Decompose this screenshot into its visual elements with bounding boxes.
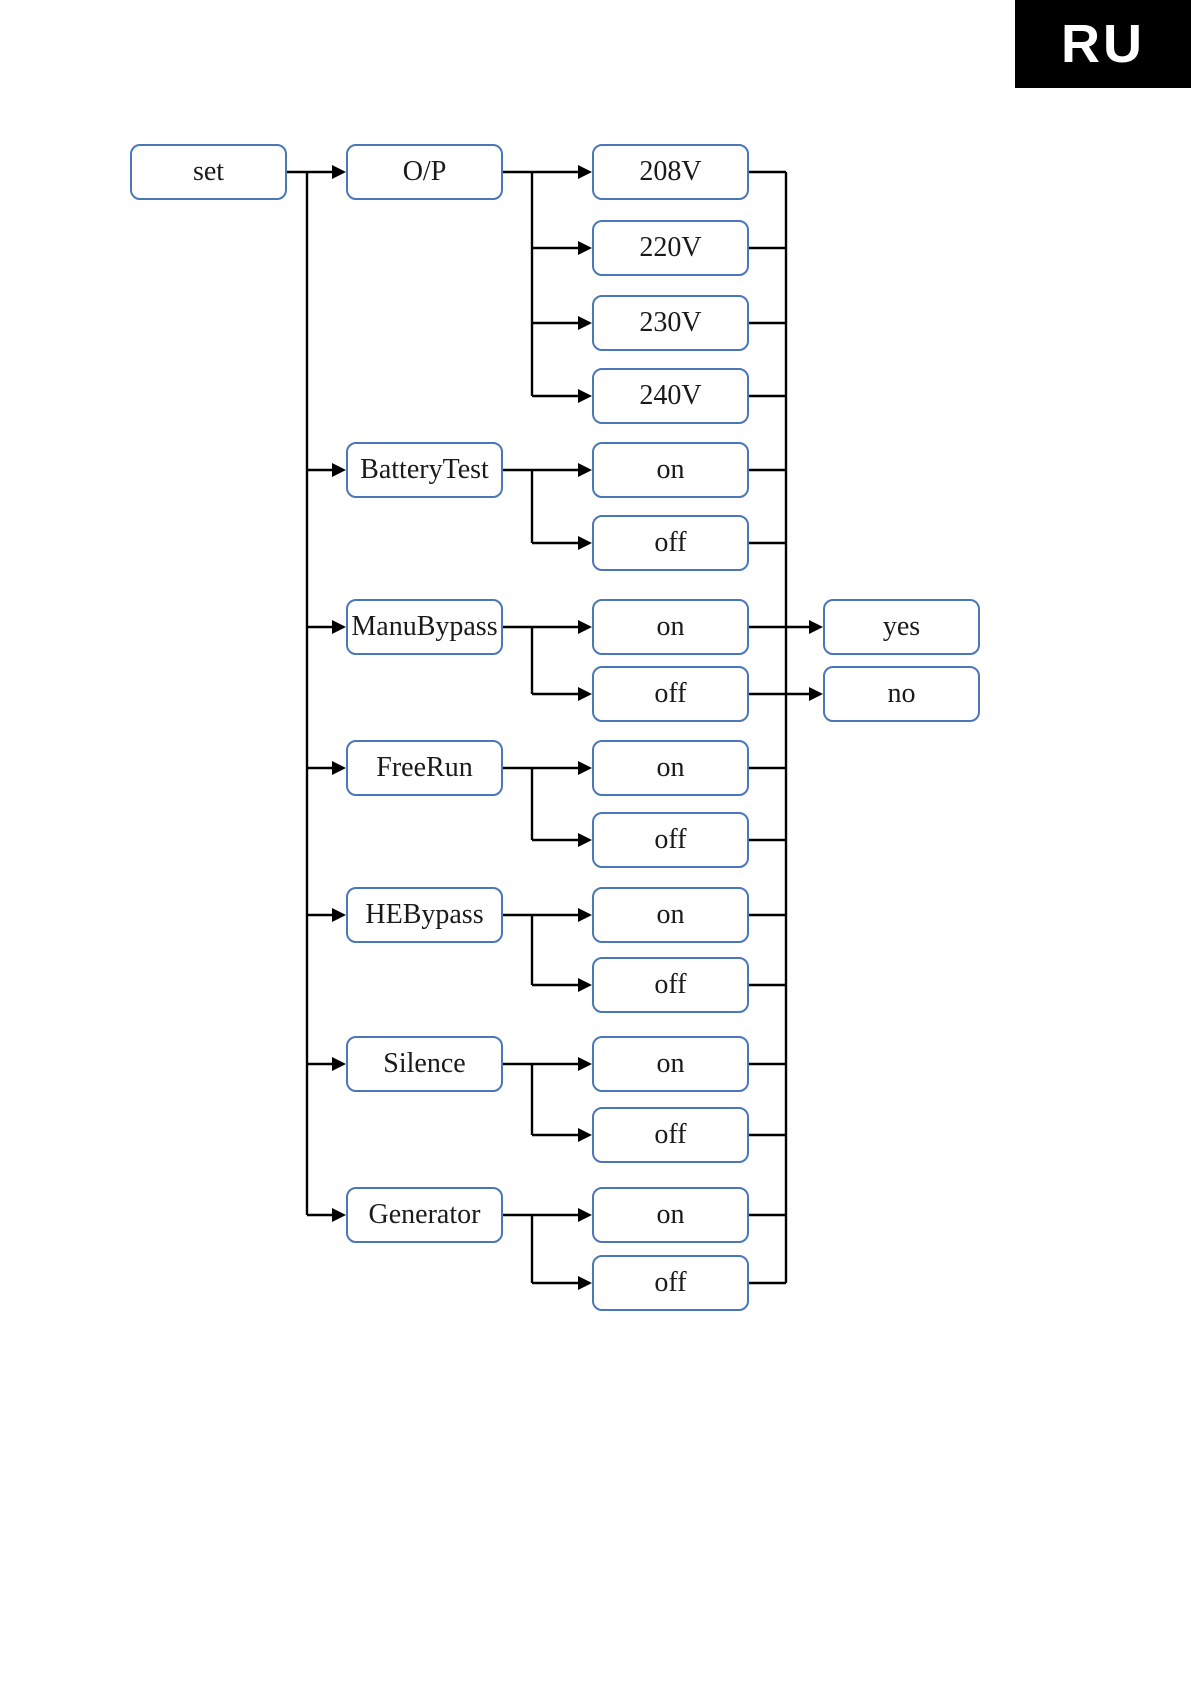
node-manubypass-on: on (592, 599, 749, 655)
node-freerun-on: on (592, 740, 749, 796)
collector-line (749, 170, 817, 1285)
branch-lines (503, 170, 586, 1285)
node-silence-off: off (592, 1107, 749, 1163)
node-batterytest-on: on (592, 442, 749, 498)
node-set: set (130, 144, 287, 200)
node-manubypass-no: no (823, 666, 980, 722)
node-generator-off: off (592, 1255, 749, 1311)
node-op: O/P (346, 144, 503, 200)
node-hebypass-on: on (592, 887, 749, 943)
node-silence-on: on (592, 1036, 749, 1092)
node-silence: Silence (346, 1036, 503, 1092)
node-op-208v: 208V (592, 144, 749, 200)
language-badge: RU (1015, 0, 1191, 88)
node-hebypass: HEBypass (346, 887, 503, 943)
node-manubypass-yes: yes (823, 599, 980, 655)
node-manubypass-off: off (592, 666, 749, 722)
node-generator-on: on (592, 1187, 749, 1243)
node-op-230v: 230V (592, 295, 749, 351)
node-batterytest: BatteryTest (346, 442, 503, 498)
node-op-240v: 240V (592, 368, 749, 424)
language-badge-label: RU (1061, 14, 1145, 74)
node-op-220v: 220V (592, 220, 749, 276)
node-freerun-off: off (592, 812, 749, 868)
node-generator: Generator (346, 1187, 503, 1243)
arrowhead (332, 165, 346, 179)
node-manubypass: ManuBypass (346, 599, 503, 655)
node-freerun: FreeRun (346, 740, 503, 796)
trunk-line (287, 170, 340, 1217)
node-hebypass-off: off (592, 957, 749, 1013)
node-batterytest-off: off (592, 515, 749, 571)
